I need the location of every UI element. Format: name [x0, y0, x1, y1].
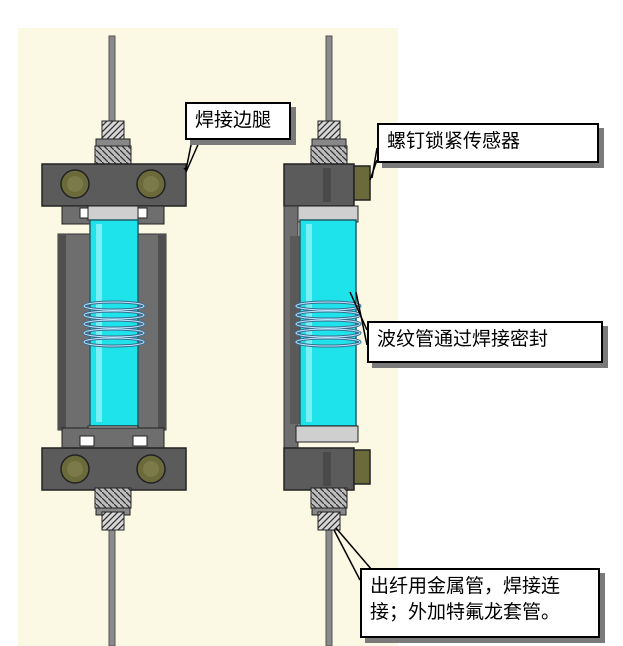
left-top-fiber [108, 35, 116, 123]
leader-bellows [349, 291, 368, 331]
callout-screw-lock: 螺钉锁紧传感器 [377, 123, 599, 163]
right-top-knurled-nut [317, 120, 341, 141]
leader-fiber [333, 529, 361, 581]
callout-fiber-tube: 出纤用金属管，焊接连接；外加特氟龙套管。 [360, 568, 600, 638]
right-bottom-flange [283, 447, 355, 491]
callout-weld-leg: 焊接边腿 [185, 102, 291, 140]
right-top-screw-head [353, 165, 371, 201]
right-sensor [283, 35, 371, 646]
right-bottom-knurled-nut [317, 511, 341, 531]
right-top-flange [283, 163, 355, 207]
left-bottom-fiber [108, 527, 116, 646]
leader-weld-leg [183, 139, 193, 172]
left-sensor [41, 35, 187, 646]
right-top-fiber [325, 35, 333, 123]
right-bottom-fiber [325, 527, 333, 646]
left-bottom-knurled-nut [101, 511, 125, 531]
right-bottom-screw-head [353, 449, 371, 485]
callout-bellows-seal: 波纹管通过焊接密封 [367, 321, 603, 363]
left-top-knurled-nut [101, 120, 125, 141]
leader-lines [183, 139, 378, 581]
